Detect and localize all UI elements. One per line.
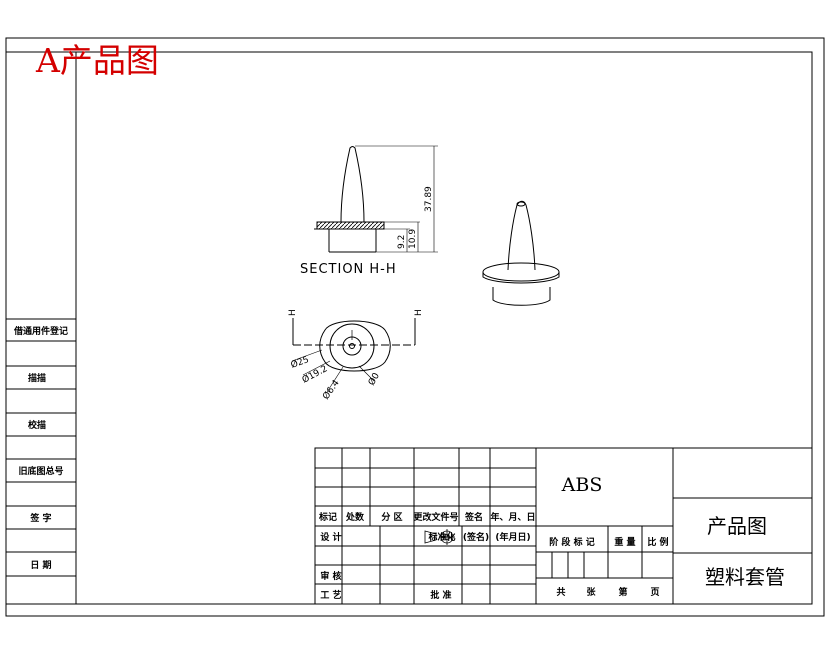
top-view [291, 318, 416, 393]
side-row-5: 签 字 [29, 512, 51, 524]
row-sign-date: (年月日) [495, 531, 530, 543]
row-design: 设 计 [320, 531, 341, 543]
dia-inner: Ø6.4 [320, 378, 341, 402]
row-sign-name: (签名) [463, 531, 489, 543]
rev-header-count: 处数 [345, 511, 365, 523]
section-view [314, 145, 438, 253]
row-review: 审 核 [320, 570, 341, 582]
section-marker-right: H [414, 309, 424, 316]
dim-flange: 10.9 [408, 229, 418, 249]
sheet-number-label: 第 [618, 586, 627, 598]
isometric-view [482, 200, 560, 306]
side-row-1: 借通用件登记 [13, 325, 68, 337]
part-name: 塑料套管 [705, 565, 785, 589]
rev-header-sign: 签名 [464, 511, 483, 523]
dia-outer: Ø25 [289, 354, 310, 371]
dim-base: 9.2 [397, 235, 407, 249]
sheet-total-label: 共 [556, 586, 565, 598]
section-marker-left: H [288, 309, 298, 316]
sheet-page-label: 页 [650, 587, 659, 598]
row-approve: 批 准 [430, 589, 451, 601]
rev-header-date: 年、月、日 [490, 511, 535, 523]
stage-header-scale: 比 例 [647, 536, 668, 548]
rev-header-mark: 标记 [318, 511, 337, 523]
material-value: ABS [561, 474, 603, 496]
stage-header-stage: 阶 段 标 记 [549, 536, 594, 548]
outer-border [5, 37, 825, 617]
dia-hole: Ø0 [366, 371, 382, 388]
dim-total-height: 37.89 [424, 186, 434, 212]
side-panel [6, 318, 76, 577]
sheet-unit-label: 张 [586, 586, 596, 598]
title-block-grid [314, 447, 813, 605]
rev-header-docno: 更改文件号 [413, 511, 458, 523]
projection-symbol [424, 529, 455, 545]
row-process: 工 艺 [320, 589, 341, 601]
stage-header-weight: 重 量 [614, 536, 635, 548]
section-label: SECTION H-H [300, 262, 397, 277]
side-row-4: 旧底图总号 [18, 465, 63, 477]
drawing-name: 产品图 [707, 514, 767, 538]
side-row-2: 描描 [28, 372, 46, 384]
row-standardize: 标准化 [427, 531, 455, 543]
header-label: A产品图 [35, 41, 159, 80]
side-row-6: 日 期 [30, 559, 51, 571]
side-row-3: 校描 [28, 419, 46, 431]
rev-header-zone: 分 区 [381, 511, 402, 523]
